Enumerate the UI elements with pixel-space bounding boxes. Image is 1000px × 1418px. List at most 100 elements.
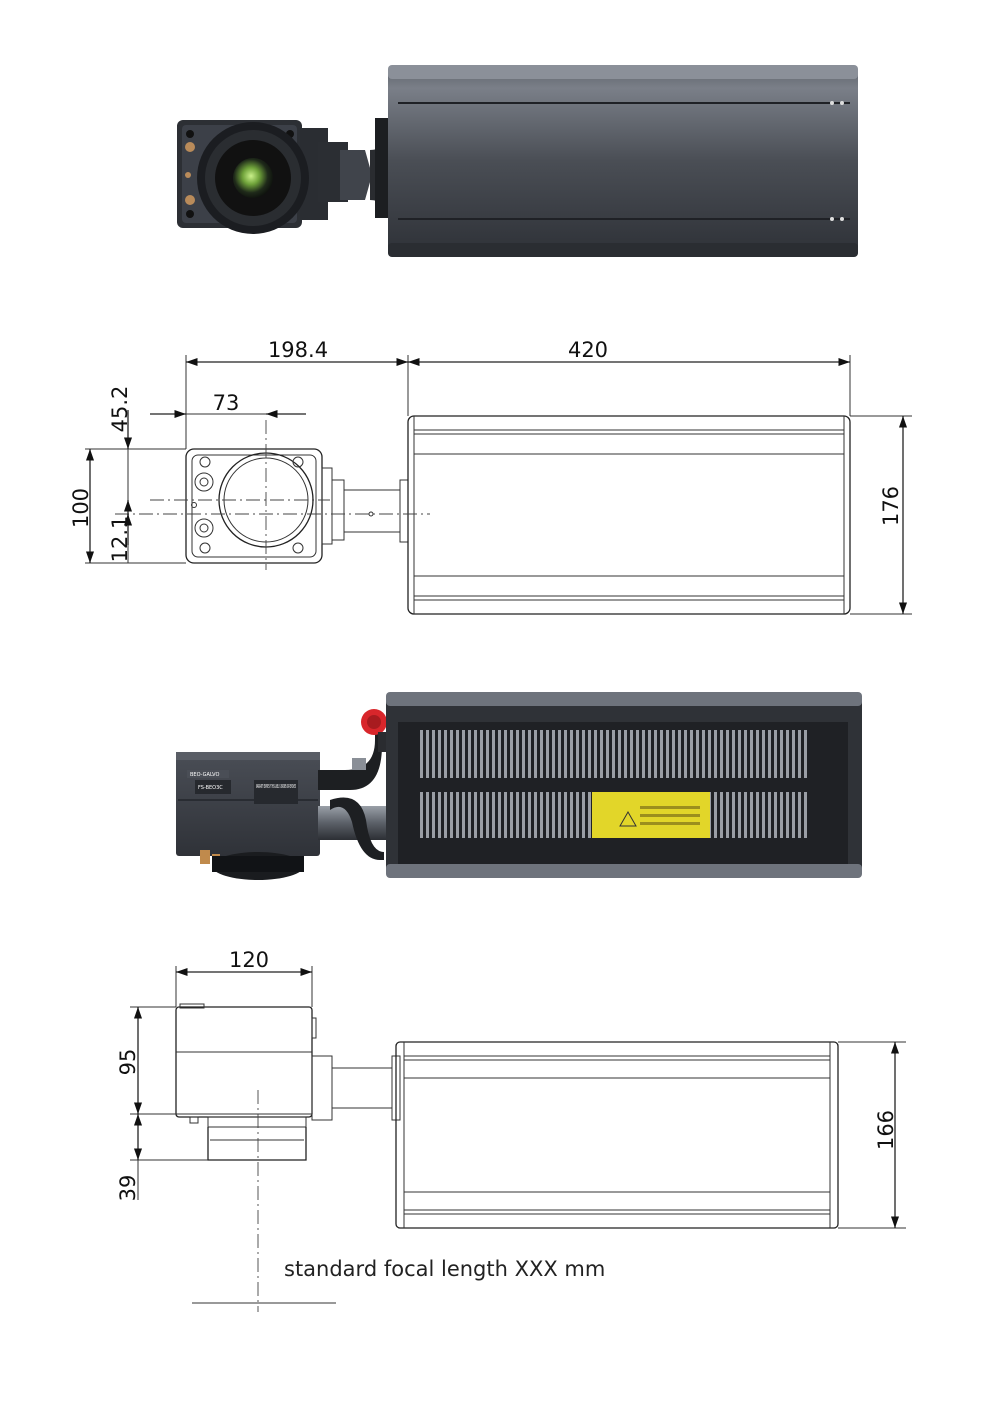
galvo-head-side: BEO-GALVO FS-BEO3C WARRANTY EXPIRES IF T… (176, 752, 320, 880)
dim-73: 73 (213, 391, 240, 415)
vent-slot (462, 730, 465, 778)
vent-slot (780, 730, 783, 778)
dim-166: 166 (874, 1110, 898, 1150)
vent-slot (582, 792, 585, 838)
vent-slot (648, 730, 651, 778)
vent-slot (492, 792, 495, 838)
head-outline-side (175, 1003, 317, 1161)
vent-slot (468, 792, 471, 838)
vent-slot (642, 730, 645, 778)
vent-slot (420, 730, 423, 778)
vent-slot (714, 730, 717, 778)
vent-slot (432, 730, 435, 778)
dim-176: 176 (879, 486, 903, 526)
vent-slot (426, 792, 429, 838)
vent-slot (714, 792, 717, 838)
vent-slot (588, 792, 591, 838)
vent-slot (462, 792, 465, 838)
vent-slot (708, 730, 711, 778)
vent-slot (732, 730, 735, 778)
vent-slot (672, 730, 675, 778)
laser-body-side (386, 692, 862, 878)
vent-slot (786, 730, 789, 778)
brand-label: BEO-GALVO (190, 772, 220, 778)
vent-slot (438, 730, 441, 778)
vent-slot (492, 730, 495, 778)
vent-slot (534, 730, 537, 778)
vent-slot (720, 730, 723, 778)
vent-slot (798, 730, 801, 778)
scan-lens (233, 158, 273, 198)
vent-slot (576, 792, 579, 838)
vent-slot (480, 730, 483, 778)
pipe-outline-side (311, 1055, 401, 1121)
vent-slot (756, 792, 759, 838)
vent-slot (798, 792, 801, 838)
vent-slot (486, 792, 489, 838)
vent-slot (792, 730, 795, 778)
galvo-head-front (177, 120, 328, 234)
estop-button (361, 709, 392, 752)
vent-slot (654, 730, 657, 778)
vent-slot (750, 792, 753, 838)
dim-420: 420 (568, 338, 608, 362)
vent-slot (726, 792, 729, 838)
vent-slot (660, 730, 663, 778)
body-outline-side (395, 1041, 839, 1229)
vent-slot (516, 730, 519, 778)
cable-and-pipe-side (318, 720, 388, 860)
vent-slot (456, 792, 459, 838)
drawing-top-view: 198.4 420 73 45.2 100 12.1 176 (69, 338, 912, 615)
vent-slot (588, 730, 591, 778)
photo-side-view: BEO-GALVO FS-BEO3C WARRANTY EXPIRES IF T… (176, 692, 862, 880)
vent-slot (774, 792, 777, 838)
vent-slot (420, 792, 423, 838)
vent-slot (786, 792, 789, 838)
vent-slot (498, 730, 501, 778)
vent-slot (612, 730, 615, 778)
vent-slot (540, 792, 543, 838)
vent-slot (510, 792, 513, 838)
vent-slot (522, 730, 525, 778)
vent-slot (540, 730, 543, 778)
vent-slot (762, 730, 765, 778)
head-outline-top (185, 448, 333, 564)
focal-length-note: standard focal length XXX mm (284, 1257, 605, 1281)
vent-slot (474, 730, 477, 778)
vent-grille-lower (420, 792, 807, 838)
vent-slot (726, 730, 729, 778)
vent-slot (510, 730, 513, 778)
vent-slot (582, 730, 585, 778)
pipe-outline-top (331, 479, 409, 543)
vent-slot (516, 792, 519, 838)
vent-slot (690, 730, 693, 778)
vent-slot (504, 792, 507, 838)
vent-slot (450, 730, 453, 778)
dim-39: 39 (116, 1175, 140, 1202)
vent-slot (804, 730, 807, 778)
vent-slot (768, 730, 771, 778)
vent-slot (738, 730, 741, 778)
vent-slot (450, 792, 453, 838)
dim-45-2: 45.2 (108, 386, 132, 433)
vent-slot (480, 792, 483, 838)
vent-slot (570, 730, 573, 778)
vent-slot (504, 730, 507, 778)
vent-slot (696, 730, 699, 778)
vent-slot (678, 730, 681, 778)
vent-slot (600, 730, 603, 778)
vent-slot (528, 792, 531, 838)
vent-slot (594, 730, 597, 778)
vent-grille-upper (420, 730, 807, 778)
dim-12-1: 12.1 (108, 516, 132, 563)
vent-slot (624, 730, 627, 778)
vent-slot (444, 730, 447, 778)
vent-slot (474, 792, 477, 838)
vent-slot (570, 792, 573, 838)
vent-slot (744, 730, 747, 778)
connection-pipe (318, 105, 400, 240)
vent-slot (552, 730, 555, 778)
drawing-side-view: 120 95 39 166 standard focal length XXX … (116, 948, 906, 1312)
vent-slot (792, 792, 795, 838)
